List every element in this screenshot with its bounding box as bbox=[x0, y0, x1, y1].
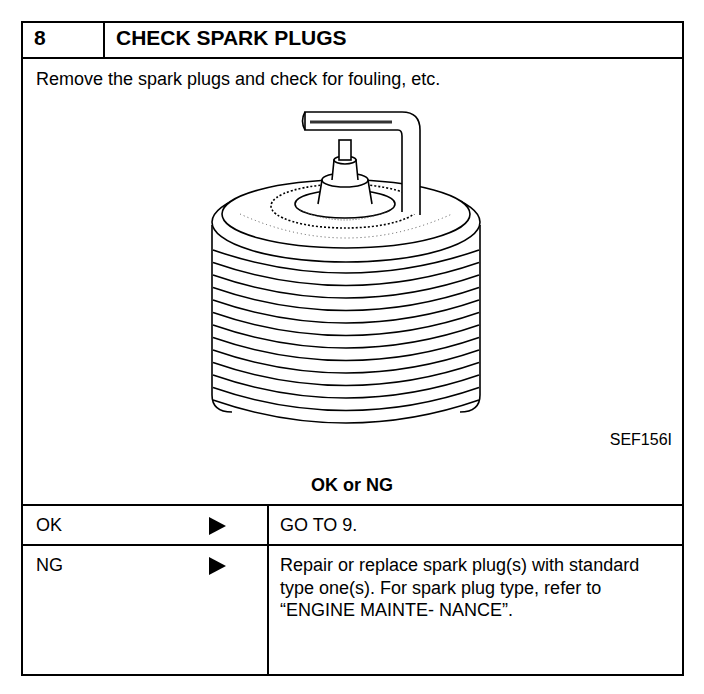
thread-stroke bbox=[213, 325, 479, 348]
figure-code: SEF156I bbox=[560, 430, 672, 450]
table-cell: Repair or replace spark plug(s) with sta… bbox=[280, 554, 675, 622]
thread-stroke bbox=[213, 388, 479, 411]
thread-stroke bbox=[213, 338, 479, 361]
thread-stroke bbox=[213, 363, 479, 386]
thread-stroke bbox=[213, 263, 479, 286]
table-cell: OK bbox=[36, 514, 196, 537]
thread-stroke bbox=[213, 400, 479, 423]
thread-stroke bbox=[213, 313, 479, 336]
table-frame bbox=[22, 22, 683, 675]
thread-stroke bbox=[213, 288, 479, 311]
thread-stroke bbox=[213, 375, 479, 398]
table-cell: GO TO 9. bbox=[280, 514, 675, 537]
thread-stroke bbox=[213, 350, 479, 373]
result-prompt: OK or NG bbox=[200, 474, 504, 497]
arrow-symbols bbox=[209, 517, 226, 575]
instruction-text: Remove the spark plugs and check for fou… bbox=[36, 68, 656, 91]
table-cell: NG bbox=[36, 554, 196, 577]
thread-stroke bbox=[213, 275, 479, 298]
step-number: 8 bbox=[34, 25, 94, 51]
spark-plug-illustration bbox=[212, 112, 480, 423]
thread-stroke bbox=[213, 300, 479, 323]
step-title: CHECK SPARK PLUGS bbox=[116, 25, 616, 51]
